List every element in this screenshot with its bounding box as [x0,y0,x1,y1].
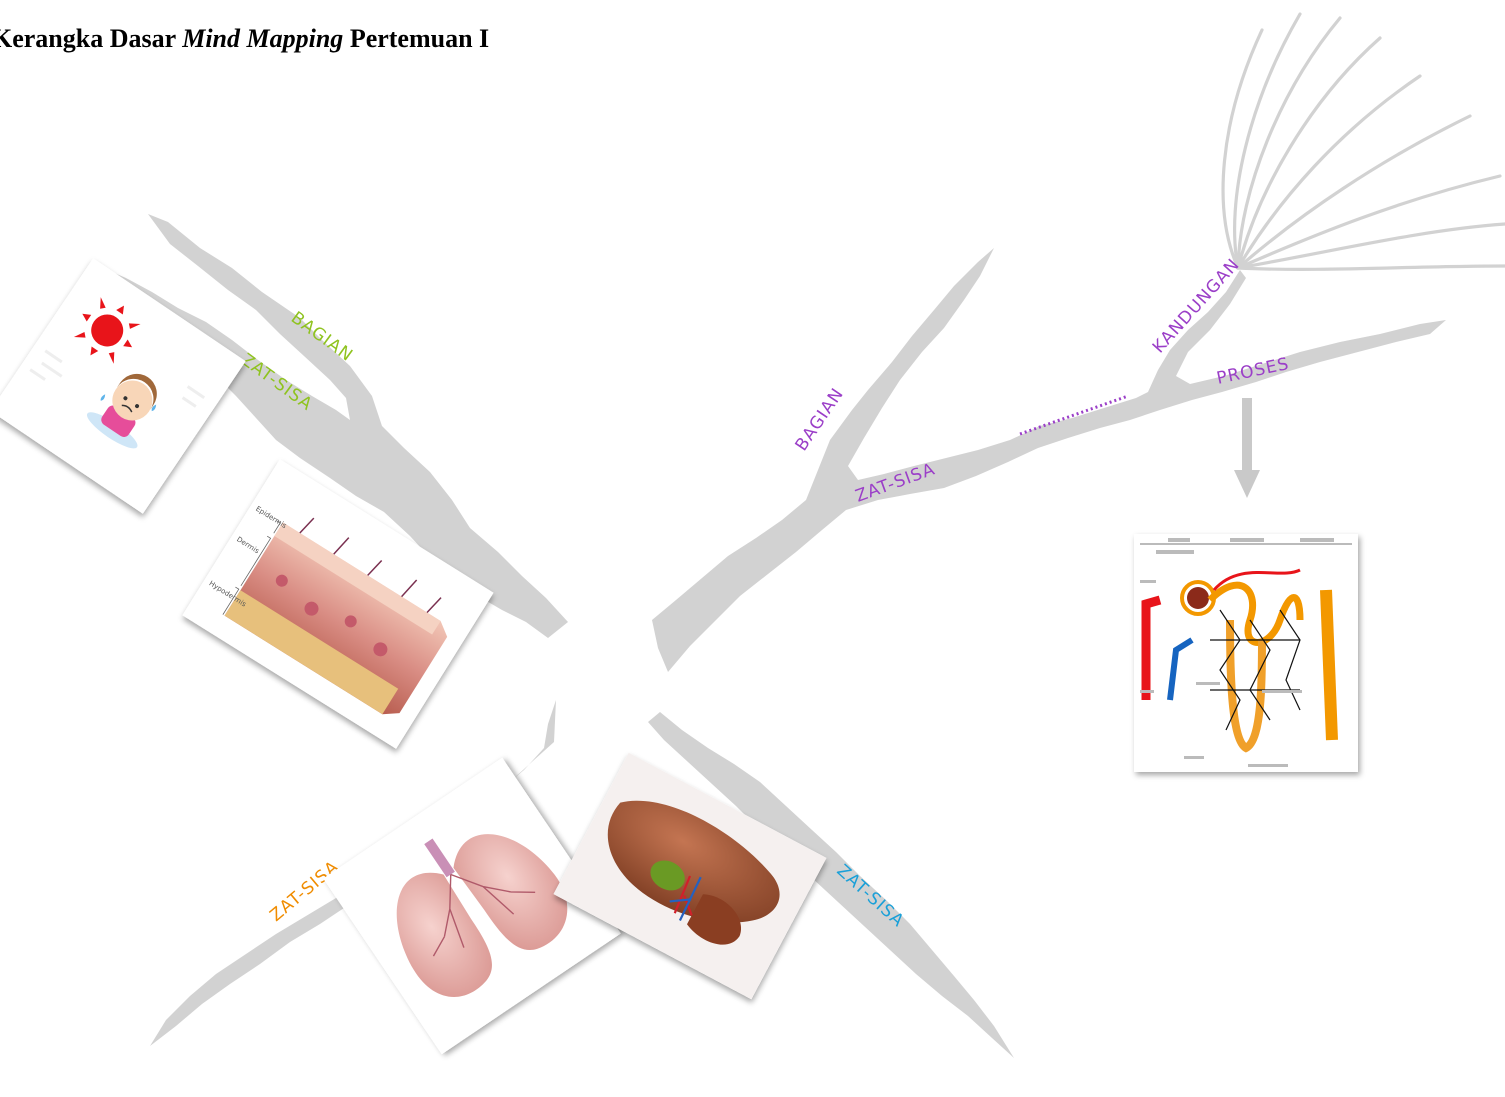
liver-image [554,753,827,999]
down-arrow-icon [1234,398,1260,498]
label-upper-right-proses: PROSES [1215,354,1291,389]
fan-branches [1223,14,1505,269]
sweating-child-image [0,258,246,513]
nephron-diagram-image [1134,534,1358,772]
